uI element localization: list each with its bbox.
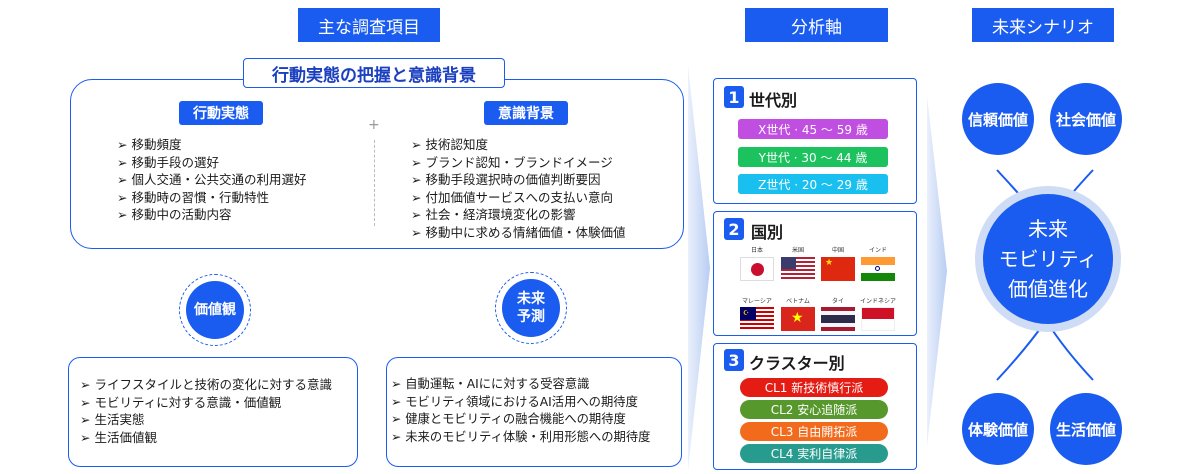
list-item: 移動頻度	[117, 136, 306, 154]
label-behavior-actual: 行動実態	[179, 101, 263, 125]
country-label: 米国	[791, 247, 804, 254]
trust-value-circle: 信頼価値	[962, 83, 1034, 155]
indonesia-flag-icon	[861, 307, 895, 331]
behavior-list: 移動頻度 移動手段の選好 個人交通・公共交通の利用選好 移動時の習慣・行動特性 …	[117, 136, 306, 224]
trust-value-label: 信頼価値	[967, 110, 1028, 129]
behavior-title: 行動実態の把握と意識背景	[243, 58, 505, 88]
list-item: 移動時の習慣・行動特性	[117, 189, 306, 207]
axis-country-title: 国別	[751, 223, 784, 242]
axis-number-3: 3	[724, 349, 744, 371]
axis-country-panel: 2 国別 日本 米国 中国 インド ★ マレーシア ベトナム タイ インドネシア…	[713, 211, 917, 336]
label-awareness-background: 意識背景	[484, 101, 568, 125]
list-item: 未来のモビリティ体験・利用形態への期待度	[391, 429, 650, 447]
cluster-3: CL3 自由開拓派	[740, 422, 888, 441]
malaysia-flag-icon: ☪	[740, 307, 774, 331]
life-value-circle: 生活価値	[1050, 393, 1122, 465]
list-item: 生活実態	[80, 411, 332, 429]
china-flag-icon: ★	[821, 257, 855, 281]
divider	[374, 140, 375, 226]
cluster-2: CL2 安心追随派	[740, 400, 888, 419]
header-survey-items: 主な調査項目	[298, 8, 440, 42]
scenario-center-line-2: モビリティ	[998, 247, 1098, 271]
life-value-label: 生活価値	[1055, 420, 1116, 439]
country-label: ベトナム	[786, 298, 810, 305]
vietnam-flag-icon: ★	[781, 307, 815, 331]
experience-value-label: 体験価値	[967, 420, 1028, 439]
list-item: ブランド認知・ブランドイメージ	[411, 154, 625, 172]
list-item: 社会・経済環境変化の影響	[411, 206, 625, 224]
plus-sign: +	[368, 117, 380, 133]
list-item: 健康とモビリティの融合機能への期待度	[391, 411, 650, 429]
list-item: 移動手段の選好	[117, 154, 306, 172]
values-list: ライフスタイルと技術の変化に対する意識 モビリティに対する意識・価値観 生活実態…	[80, 376, 332, 446]
forecast-list: 自動運転・AIにに対する受容意識 モビリティ領域におけるAI活用への期待度 健康…	[391, 376, 650, 446]
generation-x: X世代 · 45 〜 59 歳	[738, 119, 888, 139]
list-item: 生活価値観	[80, 429, 332, 447]
forecast-circle: 未来 予測	[502, 279, 560, 337]
list-item: モビリティに対する意識・価値観	[80, 394, 332, 412]
list-item: 自動運転・AIにに対する受容意識	[391, 376, 650, 394]
cluster-4: CL4 実利自律派	[740, 444, 888, 463]
scenario-center-line-3: 価値進化	[1008, 277, 1088, 301]
social-value-label: 社会価値	[1055, 110, 1116, 129]
country-label: 中国	[831, 247, 844, 254]
header-analysis-axis: 分析軸	[745, 8, 888, 42]
header-future-scenario: 未来シナリオ	[972, 8, 1114, 42]
values-label: 価値観	[194, 302, 236, 318]
awareness-list: 技術認知度 ブランド認知・ブランドイメージ 移動手段選択時の価値判断要因 付加価…	[411, 136, 625, 241]
arrow-to-scenario	[927, 96, 947, 446]
axis-generation-panel: 1 世代別 X世代 · 45 〜 59 歳 Y世代 · 30 〜 44 歳 Z世…	[713, 78, 917, 204]
japan-flag-icon	[740, 257, 774, 281]
india-flag-icon	[861, 257, 895, 281]
country-label: 日本	[750, 247, 763, 254]
list-item: 移動中の活動内容	[117, 206, 306, 224]
generation-z: Z世代 · 20 〜 29 歳	[738, 174, 888, 194]
country-label: インド	[868, 247, 887, 254]
forecast-label-1: 未来	[517, 291, 545, 307]
axis-cluster-panel: 3 クラスター別 CL1 新技術慎行派 CL2 安心追随派 CL3 自由開拓派 …	[713, 343, 917, 470]
experience-value-circle: 体験価値	[962, 393, 1034, 465]
values-ring	[179, 274, 251, 346]
arrow-to-axis	[688, 66, 710, 470]
country-label: タイ	[831, 298, 844, 305]
list-item: 付加価値サービスへの支払い意向	[411, 189, 625, 207]
country-label: マレーシア	[742, 298, 772, 305]
list-item: ライフスタイルと技術の変化に対する意識	[80, 376, 332, 394]
axis-number-1: 1	[724, 86, 744, 108]
list-item: 移動手段選択時の価値判断要因	[411, 171, 625, 189]
generation-y: Y世代 · 30 〜 44 歳	[738, 147, 888, 167]
forecast-ring	[495, 272, 567, 344]
list-item: モビリティ領域におけるAI活用への期待度	[391, 394, 650, 412]
thailand-flag-icon	[821, 307, 855, 331]
scenario-center-line-1: 未来	[1028, 217, 1068, 241]
values-circle: 価値観	[186, 281, 244, 339]
usa-flag-icon	[781, 257, 815, 281]
list-item: 技術認知度	[411, 136, 625, 154]
scenario-center-circle: 未来 モビリティ 価値進化	[983, 194, 1113, 324]
list-item: 移動中に求める情緒価値・体験価値	[411, 224, 625, 242]
cluster-1: CL1 新技術慎行派	[740, 378, 888, 397]
axis-generation-title: 世代別	[749, 91, 798, 110]
axis-number-2: 2	[724, 218, 744, 240]
forecast-label-2: 予測	[517, 309, 545, 325]
axis-cluster-title: クラスター別	[749, 354, 845, 373]
country-label: インドネシア	[859, 298, 896, 305]
social-value-circle: 社会価値	[1050, 83, 1122, 155]
list-item: 個人交通・公共交通の利用選好	[117, 171, 306, 189]
